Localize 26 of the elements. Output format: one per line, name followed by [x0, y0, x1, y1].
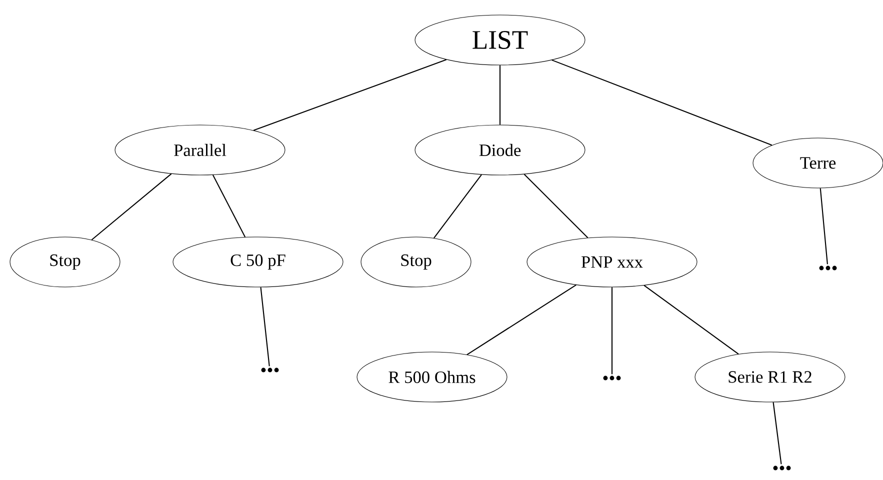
connector-line [253, 59, 447, 131]
connector-line [820, 188, 828, 264]
connector-line [772, 402, 782, 464]
ellipse-node: R 500 Ohms [356, 352, 508, 402]
connector-line [91, 173, 172, 240]
connector-line [552, 60, 772, 146]
connector-line [260, 287, 270, 366]
ellipse-node: Diode [414, 124, 586, 176]
connector-line [644, 284, 739, 354]
connector-line [524, 174, 588, 238]
ellipsis-text: ••• [819, 266, 837, 270]
ellipse-node: Stop [360, 236, 472, 288]
ellipse-node: PNP xxx [526, 236, 698, 288]
connector-line [499, 65, 501, 125]
connector-line [212, 174, 246, 238]
ellipse-node: Stop [10, 236, 120, 288]
ellipsis-text: ••• [261, 368, 279, 372]
connector-line [434, 174, 482, 238]
ellipsis-text: ••• [773, 466, 791, 470]
ellipsis-text: ••• [603, 376, 621, 380]
connector-line [466, 284, 576, 356]
ellipse-node: C 50 pF [172, 236, 344, 288]
ellipse-node: LIST [414, 14, 586, 66]
ellipse-node: Serie R1 R2 [694, 352, 846, 402]
connector-line [611, 287, 613, 374]
ellipse-node: Parallel [114, 124, 286, 176]
